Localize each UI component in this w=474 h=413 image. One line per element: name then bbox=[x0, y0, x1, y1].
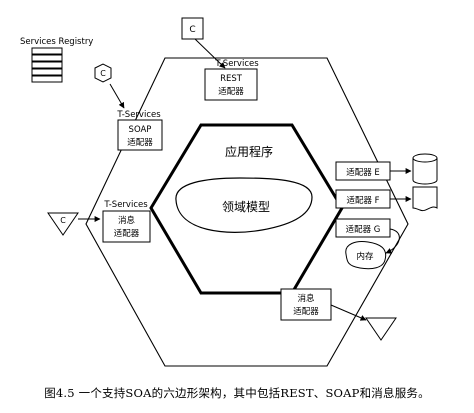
msg-adapter-left-box bbox=[102, 210, 151, 243]
database-icon bbox=[412, 153, 438, 185]
rest-tservices-label: T-Services bbox=[214, 59, 259, 69]
msg-adapter-bottom-box bbox=[280, 288, 332, 321]
msg-adapter-bottom-line1: 消息 bbox=[297, 293, 315, 304]
soap-tservices-label: T-Services bbox=[116, 110, 161, 120]
domain-model-label: 领域模型 bbox=[222, 200, 270, 214]
adapter-g-label: 适配器 G bbox=[346, 224, 381, 235]
soap-adapter-box bbox=[117, 119, 163, 151]
client-hexagon-label: C bbox=[100, 69, 106, 78]
adapter-g-arrow bbox=[385, 228, 400, 254]
client-hexagon-arrow bbox=[109, 83, 125, 109]
application-label: 应用程序 bbox=[225, 144, 273, 159]
soap-adapter-line1: SOAP bbox=[129, 125, 152, 135]
adapter-g-box bbox=[335, 218, 391, 238]
msg-tservices-label: T-Services bbox=[103, 200, 148, 210]
rest-adapter-line2: 适配器 bbox=[218, 86, 244, 97]
rest-adapter-line1: REST bbox=[220, 74, 243, 84]
outer-hexagon bbox=[85, 57, 409, 367]
services-registry-icon bbox=[31, 47, 63, 83]
memory-label: 内存 bbox=[356, 251, 374, 262]
rest-adapter-box bbox=[204, 68, 258, 101]
client-square-label: C bbox=[189, 25, 195, 35]
queue-triangle-icon bbox=[365, 317, 397, 341]
client-square-icon bbox=[181, 17, 204, 40]
figure-caption: 图4.5 一个支持SOA的六边形架构，其中包括REST、SOAP和消息服务。 bbox=[44, 386, 430, 400]
adapter-f-label: 适配器 F bbox=[346, 195, 379, 206]
msg-bottom-arrow bbox=[330, 304, 367, 321]
client-square-arrow bbox=[194, 38, 226, 69]
services-registry-label: Services Registry bbox=[20, 37, 93, 47]
client-triangle-label: C bbox=[60, 216, 66, 225]
client-triangle-icon bbox=[47, 212, 79, 236]
client-hexagon-icon bbox=[94, 63, 112, 83]
adapter-e-label: 适配器 E bbox=[346, 167, 380, 178]
msg-adapter-bottom-line2: 适配器 bbox=[293, 306, 319, 317]
soap-adapter-line2: 适配器 bbox=[127, 137, 153, 148]
msg-adapter-left-line1: 消息 bbox=[118, 215, 136, 226]
msg-adapter-left-line2: 适配器 bbox=[114, 228, 140, 239]
domain-model-blob bbox=[175, 177, 313, 233]
memory-blob bbox=[345, 241, 387, 270]
document-icon bbox=[412, 186, 438, 212]
